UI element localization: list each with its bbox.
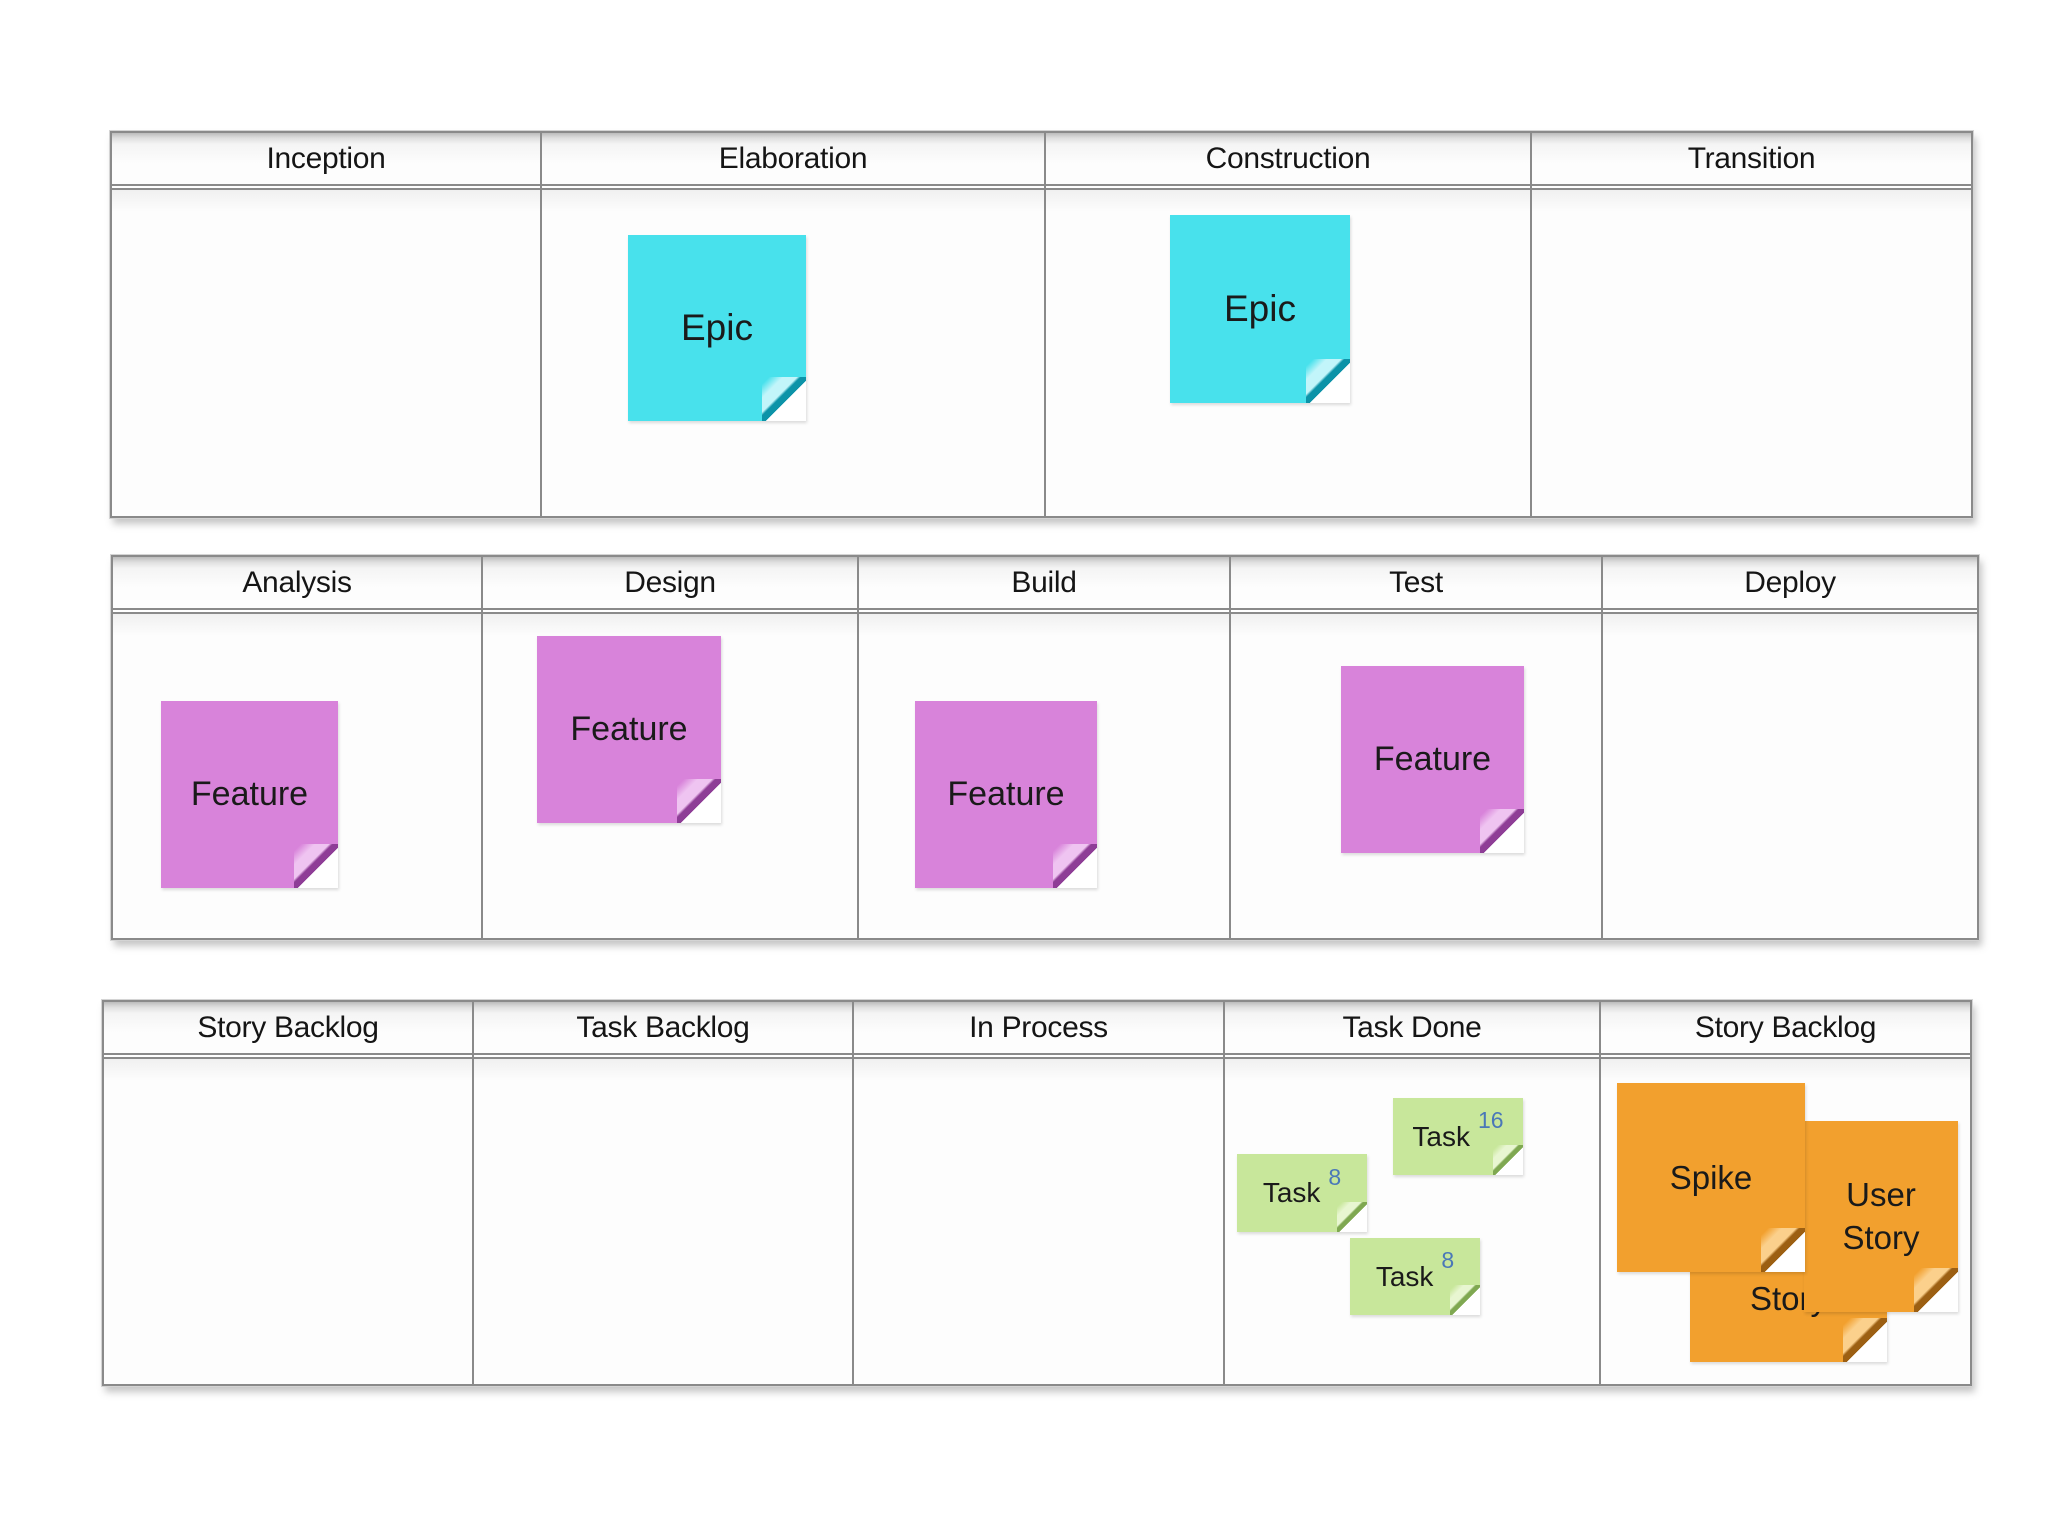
feature-note-analysis: Feature xyxy=(161,701,338,888)
spike-note: Spike xyxy=(1617,1083,1805,1272)
column-cell-in-process xyxy=(854,1057,1223,1384)
column-header-construction: Construction xyxy=(1046,133,1530,186)
column-task-backlog: Task Backlog xyxy=(474,1002,854,1384)
column-cell-story-backlog-left xyxy=(104,1057,472,1384)
feature-note-build: Feature xyxy=(915,701,1097,888)
feature-note-test: Feature xyxy=(1341,666,1524,853)
epic-note-elaboration: Epic xyxy=(628,235,806,421)
epic-note-construction: Epic xyxy=(1170,215,1350,403)
note-label: Feature xyxy=(947,775,1065,813)
column-header-in-process: In Process xyxy=(854,1002,1223,1055)
column-header-story-backlog-left: Story Backlog xyxy=(104,1002,472,1055)
column-cell-deploy xyxy=(1603,612,1977,938)
column-in-process: In Process xyxy=(854,1002,1225,1384)
user-story-note: User Story xyxy=(1804,1121,1958,1312)
column-header-story-backlog-right: Story Backlog xyxy=(1601,1002,1970,1055)
column-story-backlog-left: Story Backlog xyxy=(104,1002,474,1384)
column-cell-task-backlog xyxy=(474,1057,852,1384)
column-header-build: Build xyxy=(859,557,1229,610)
task-note-8-left: Task 8 xyxy=(1237,1154,1367,1232)
column-deploy: Deploy xyxy=(1603,557,1977,938)
column-cell-transition xyxy=(1532,188,1971,516)
note-label: Task xyxy=(1375,1260,1434,1292)
column-header-design: Design xyxy=(483,557,857,610)
note-label: Epic xyxy=(1224,288,1296,329)
note-label: Epic xyxy=(681,307,753,348)
column-test: Test xyxy=(1231,557,1603,938)
column-transition: Transition xyxy=(1532,133,1971,516)
column-header-transition: Transition xyxy=(1532,133,1971,186)
note-label: Task xyxy=(1412,1120,1470,1152)
column-header-test: Test xyxy=(1231,557,1601,610)
note-label: Feature xyxy=(570,710,688,748)
task-points-badge: 8 xyxy=(1328,1163,1342,1190)
column-header-deploy: Deploy xyxy=(1603,557,1977,610)
task-note-16: Task 16 xyxy=(1393,1098,1523,1175)
column-header-inception: Inception xyxy=(112,133,540,186)
task-points-badge: 8 xyxy=(1441,1247,1455,1273)
note-label: Spike xyxy=(1669,1158,1753,1196)
column-header-analysis: Analysis xyxy=(113,557,481,610)
column-header-task-backlog: Task Backlog xyxy=(474,1002,852,1055)
note-label: Feature xyxy=(190,775,309,813)
column-inception: Inception xyxy=(112,133,542,516)
note-label: User Story xyxy=(1842,1176,1920,1256)
column-header-elaboration: Elaboration xyxy=(542,133,1044,186)
note-label: Feature xyxy=(1373,740,1492,778)
task-note-8-bottom: Task 8 xyxy=(1350,1238,1480,1315)
feature-note-design: Feature xyxy=(537,636,721,823)
note-label: Task xyxy=(1262,1177,1321,1208)
phases-table: Inception Elaboration Construction Trans… xyxy=(110,131,1973,518)
column-cell-inception xyxy=(112,188,540,516)
column-header-task-done: Task Done xyxy=(1225,1002,1599,1055)
task-points-badge: 16 xyxy=(1477,1107,1504,1133)
